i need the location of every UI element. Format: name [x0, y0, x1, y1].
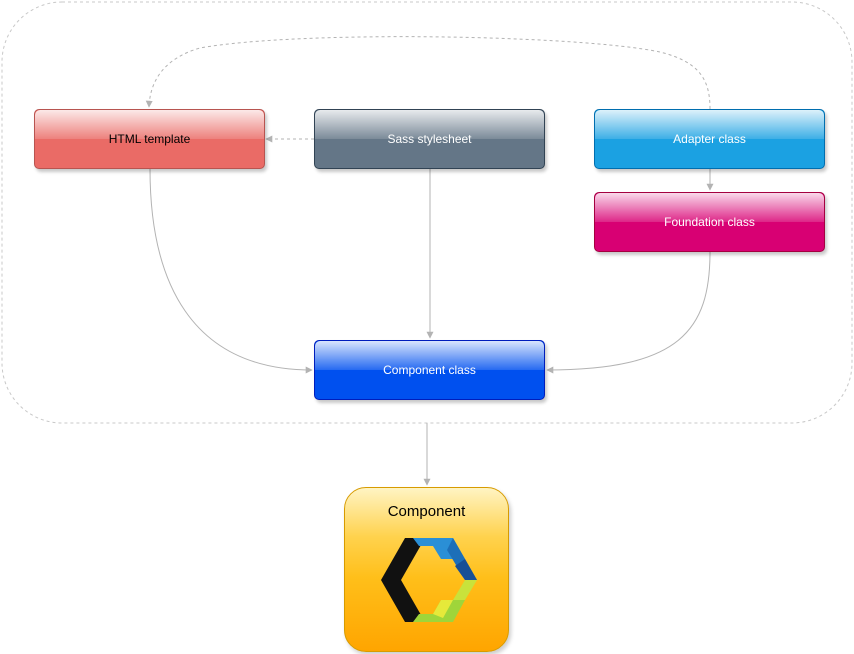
web-components-logo-icon [381, 538, 477, 622]
node-sass-stylesheet[interactable]: Sass stylesheet [314, 109, 545, 169]
edge-foundation-to-component-class [546, 251, 711, 374]
node-html-template[interactable]: HTML template [34, 109, 265, 169]
node-component-class-label: Component class [383, 363, 476, 377]
node-component-label: Component [387, 503, 466, 520]
node-html-template-label: HTML template [108, 132, 191, 146]
node-foundation-class-label: Foundation class [664, 215, 755, 229]
node-adapter-class[interactable]: Adapter class [594, 109, 825, 169]
node-sass-stylesheet-label: Sass stylesheet [387, 132, 472, 146]
node-adapter-class-label: Adapter class [673, 132, 746, 146]
node-foundation-class[interactable]: Foundation class [594, 192, 825, 252]
node-component[interactable]: Component [344, 487, 509, 652]
edge-adapter-to-html-template [145, 36, 711, 110]
edge-html-template-to-component-class [149, 168, 313, 374]
node-component-class[interactable]: Component class [314, 340, 545, 400]
